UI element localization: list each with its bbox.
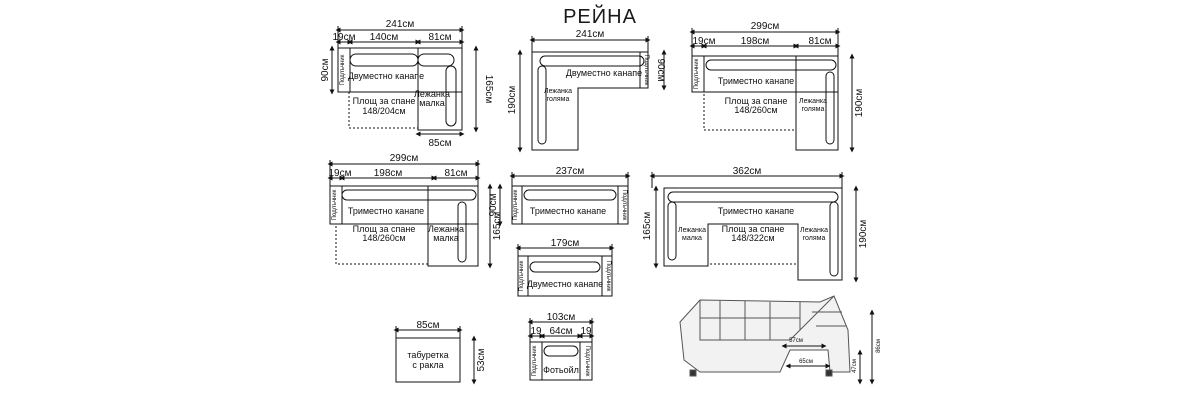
d1-main-width: 140см: [370, 32, 399, 43]
d4-lounger-1: Лежанка: [428, 224, 464, 234]
diagram-3-corner-sofa-three-seat-large: [689, 28, 855, 153]
photo-seat-depth: 57см: [789, 338, 803, 344]
d6-lounger-right-2: голяма: [803, 235, 826, 242]
d4-height-right: 165см: [492, 212, 503, 241]
d3-armrest-label: Подлъчник: [694, 58, 700, 89]
d7-sofa-label: Двуместно канапе: [527, 279, 603, 289]
d2-armrest-label: Подлъчник: [643, 55, 649, 86]
d6-sofa-label: Триместно канапе: [718, 206, 794, 216]
diagram-8-ottoman: [393, 326, 477, 385]
d1-sleep-size: 148/204см: [362, 106, 405, 116]
d3-sofa-label: Триместно канапе: [718, 76, 794, 86]
d5-armrest-label-right: Подлъчник: [621, 190, 627, 221]
d9-label: Фотьойл: [543, 365, 579, 375]
d9-armrest-right: 19: [580, 326, 592, 337]
d2-total-width: 241см: [576, 29, 605, 40]
d9-seat-width: 64см: [550, 326, 573, 337]
d4-total-width: 299см: [390, 153, 419, 164]
d6-sleep-size: 148/322см: [731, 233, 774, 243]
d6-sleep-area: Площ за спане: [722, 224, 785, 234]
d1-sleep-area: Площ за спане: [353, 96, 416, 106]
d2-sofa-label: Двуместно канапе: [566, 68, 642, 78]
d1-armrest-label: Подлъчник: [340, 54, 346, 85]
d5-armrest-label-left: Подлъчник: [513, 189, 519, 220]
d6-total-width: 362см: [733, 166, 762, 177]
d3-lounger-1: Лежанка: [799, 98, 827, 105]
diagram-4-corner-sofa-three-seat-small: [327, 160, 493, 269]
d9-armrest-label-left: Подлъчник: [532, 345, 538, 376]
d2-height-right: 90см: [655, 59, 666, 82]
diagram-2-corner-sofa-large: [517, 36, 667, 153]
d5-height: 90см: [488, 193, 499, 216]
d6-lounger-right-1: Лежанка: [800, 227, 828, 234]
diagram-6-u-shaped-sofa: [649, 172, 859, 283]
d1-height-left: 90см: [320, 58, 331, 81]
d8-label-1: табуретка: [407, 350, 448, 360]
d4-sleep-area: Площ за спане: [353, 224, 416, 234]
d1-sofa-label: Двуместно канапе: [348, 71, 424, 81]
d7-total-width: 179см: [551, 238, 580, 249]
d6-lounger-left-2: малка: [682, 235, 702, 242]
d4-armrest-width: 19см: [329, 168, 352, 179]
d3-total-width: 299см: [751, 21, 780, 32]
d4-lounger-2: малка: [433, 233, 459, 243]
d5-sofa-label: Триместно канапе: [530, 206, 606, 216]
d1-bottom-width: 85см: [429, 138, 452, 149]
d9-armrest-label-right: Подлъчник: [584, 346, 590, 377]
diagram-1-corner-sofa-small: [329, 26, 479, 137]
d5-total-width: 237см: [556, 166, 585, 177]
d9-armrest-left: 19: [530, 326, 542, 337]
d3-armrest-width: 19см: [693, 36, 716, 47]
d1-total-width: 241см: [386, 19, 415, 30]
d6-lounger-left-1: Лежанка: [678, 227, 706, 234]
d8-width: 85см: [417, 320, 440, 331]
d1-lounger-1: Лежанка: [414, 89, 450, 99]
d1-right-width: 81см: [429, 32, 452, 43]
photo-seat-height: 47см: [852, 359, 858, 373]
d8-height: 53см: [476, 348, 487, 371]
d3-lounger-2: голяма: [802, 106, 825, 113]
d7-armrest-label-left: Подлъчник: [519, 260, 525, 291]
d4-armrest-label: Подлъчник: [332, 189, 338, 220]
d6-height-left: 165см: [642, 212, 653, 241]
sofa-perspective-sketch: [679, 295, 875, 385]
d4-main-width: 198см: [374, 168, 403, 179]
page-title: РЕЙНА: [563, 6, 637, 28]
diagram-7-two-seat-sofa: [515, 244, 615, 297]
d3-main-width: 198см: [741, 36, 770, 47]
diagram-5-three-seat-sofa: [497, 172, 631, 227]
photo-height-total: 86см: [876, 339, 882, 353]
d4-sofa-label: Триместно канапе: [348, 206, 424, 216]
d1-armrest-width: 19см: [333, 32, 356, 43]
d9-total-width: 103см: [547, 312, 576, 323]
d1-height-right: 165см: [483, 75, 494, 104]
d3-sleep-size: 148/260см: [734, 105, 777, 115]
d4-right-width: 81см: [445, 168, 468, 179]
d2-height-left: 190см: [507, 86, 518, 115]
d3-sleep-area: Площ за спане: [725, 96, 788, 106]
d7-armrest-label-right: Подлъчник: [605, 261, 611, 292]
photo-lounger-width: 65см: [799, 359, 813, 365]
d1-lounger-2: малка: [419, 98, 445, 108]
d4-sleep-size: 148/260см: [362, 233, 405, 243]
d6-height-right: 190см: [858, 220, 869, 249]
d2-lounger-2: голяма: [547, 96, 570, 103]
d8-label-2: с ракла: [412, 360, 443, 370]
d2-lounger-1: Лежанка: [544, 88, 572, 95]
d3-right-width: 81см: [809, 36, 832, 47]
diagram-9-armchair: [527, 318, 595, 381]
d3-height-right: 190см: [854, 89, 865, 118]
